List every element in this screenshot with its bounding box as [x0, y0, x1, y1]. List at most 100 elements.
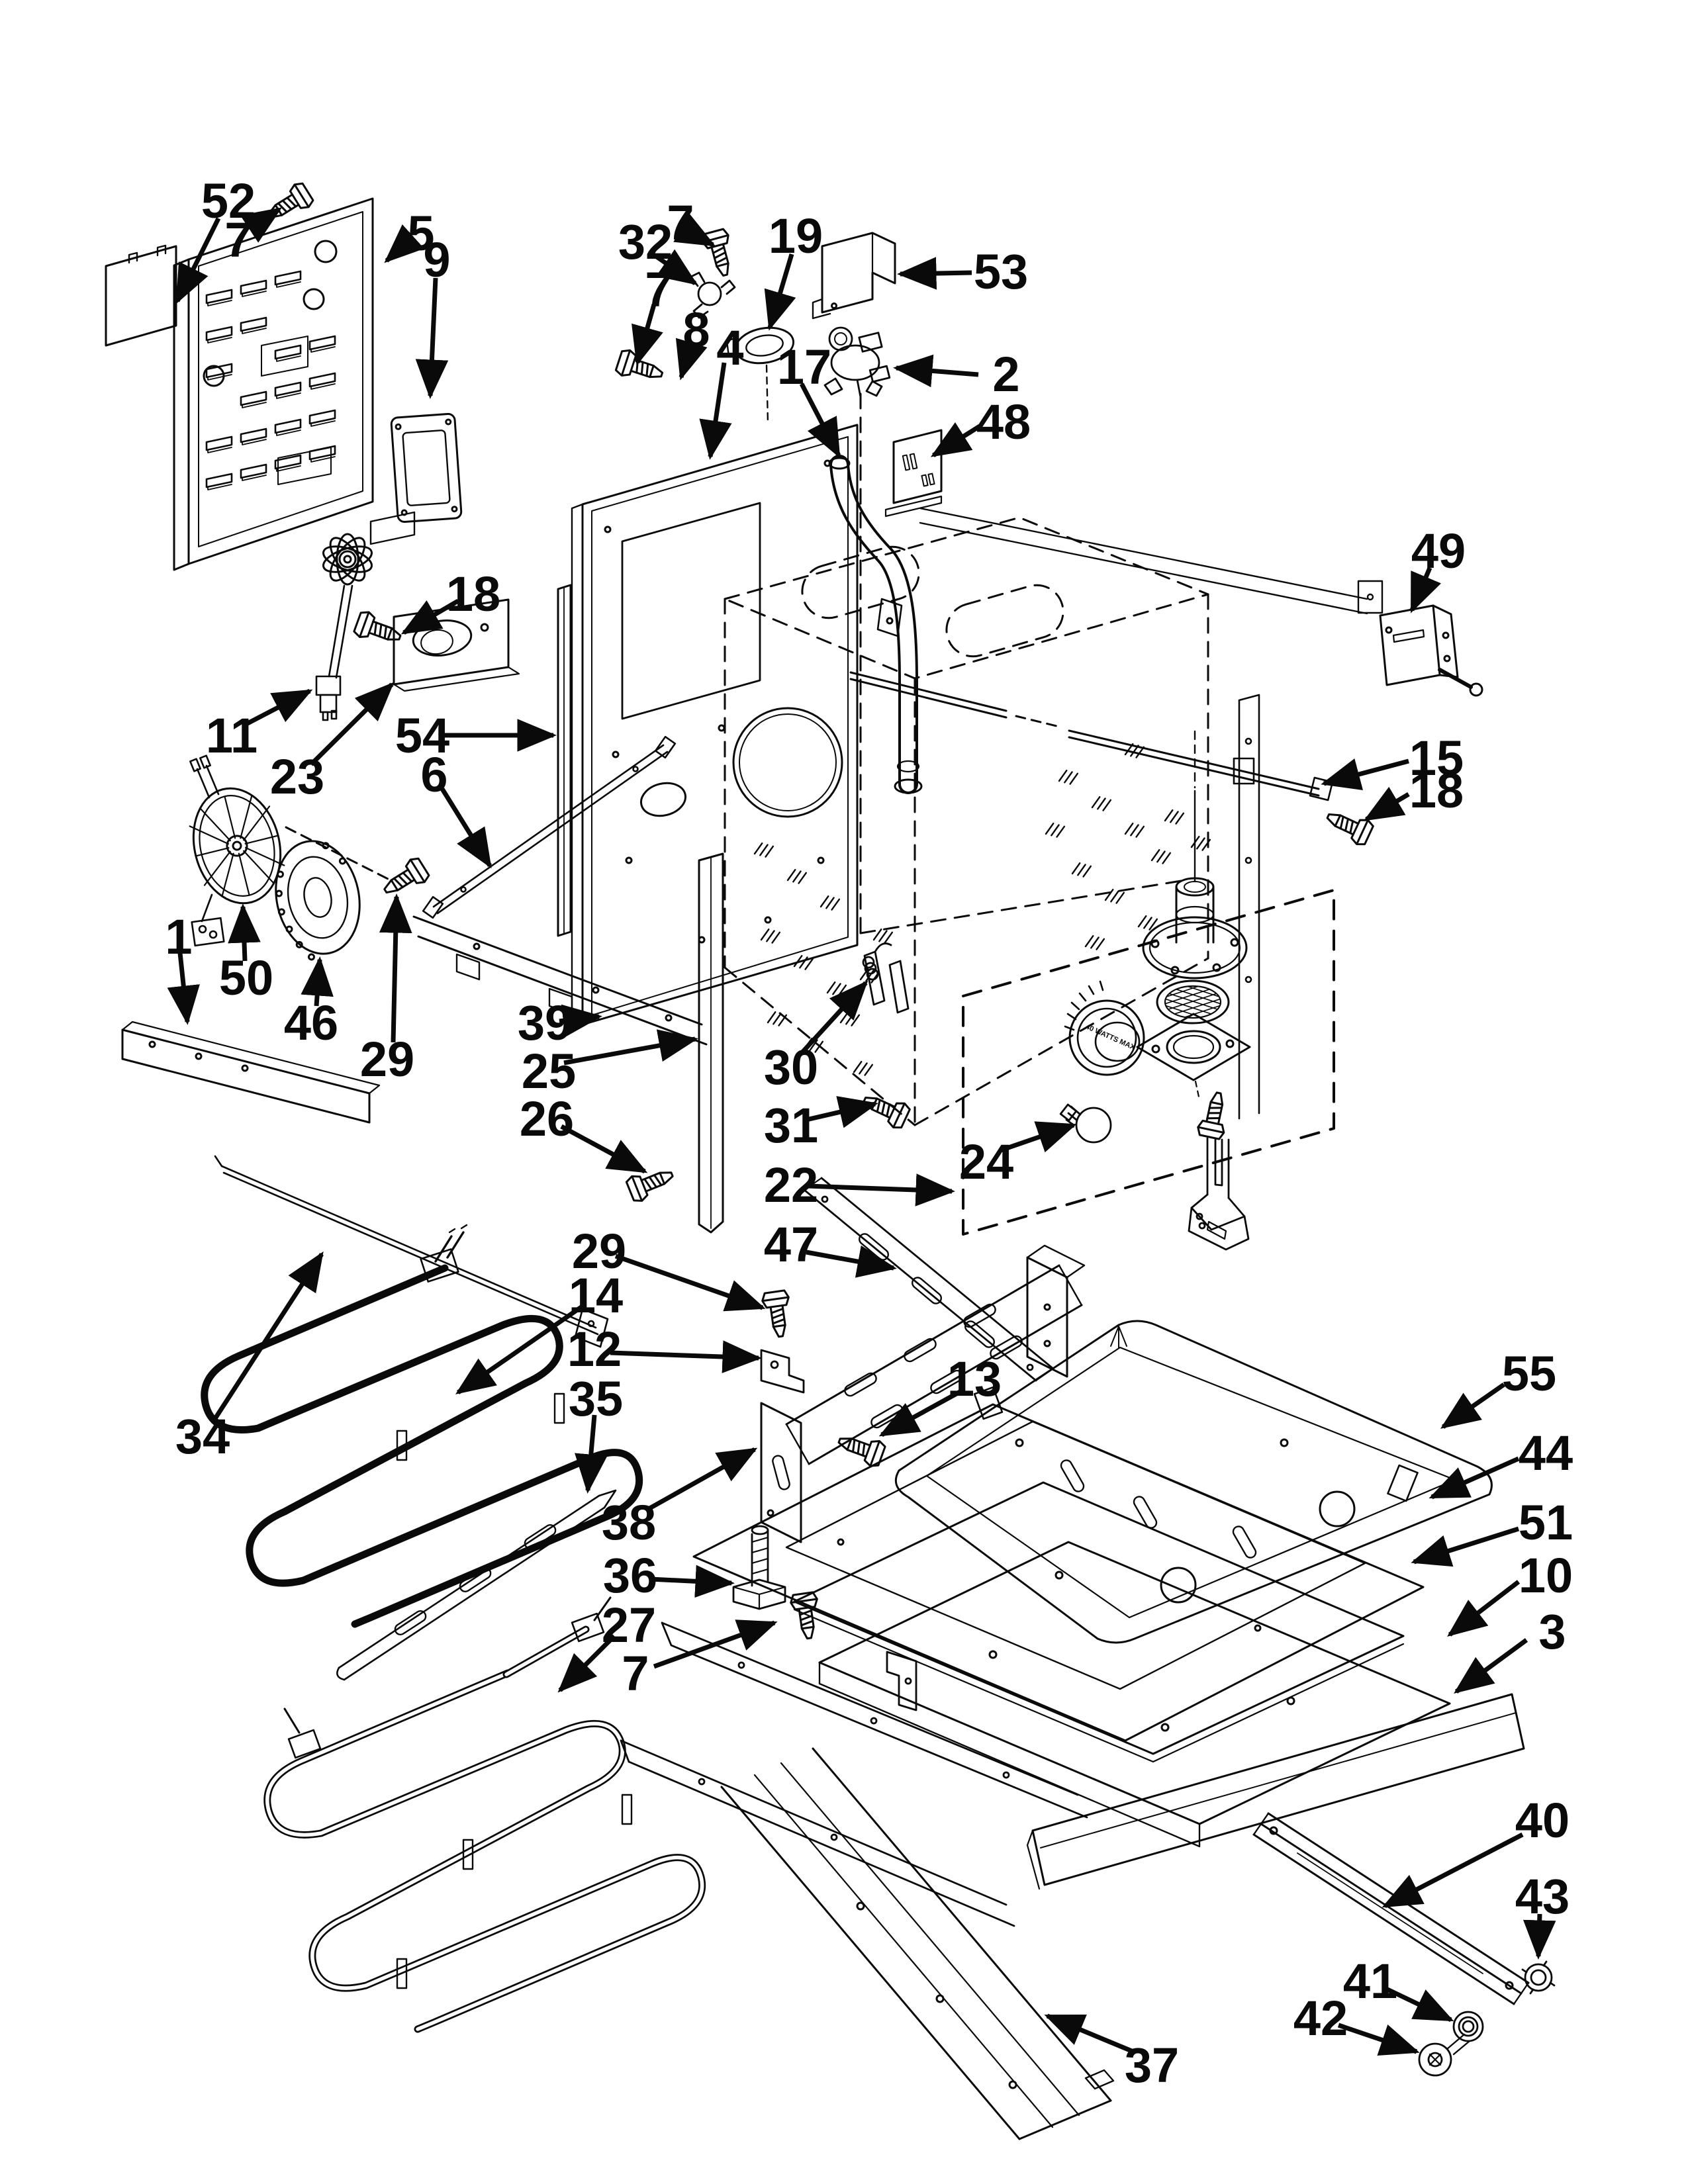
callout-arrow [384, 224, 425, 263]
cooling-fan-assembly [315, 511, 416, 721]
callout-29-35: 29 [572, 1224, 766, 1312]
callout-arrow [645, 1447, 758, 1513]
broil-element-14 [205, 1224, 639, 1624]
callout-arrow [673, 213, 716, 248]
part-number-label: 6 [420, 747, 447, 802]
callout-1-22: 1 [165, 909, 200, 1025]
part-number-label: 41 [1343, 1954, 1397, 2009]
door-latch-30 [862, 942, 910, 1014]
rear-top-rail [919, 507, 1383, 615]
washer-41 [1452, 2011, 1484, 2042]
screw-7-top-mid [700, 227, 739, 280]
callout-2-12: 2 [893, 347, 1020, 402]
callout-arrow [400, 598, 459, 635]
part-number-label: 11 [206, 708, 258, 763]
callout-arrow [1411, 1526, 1520, 1567]
callout-arrow [675, 338, 708, 381]
callout-arrow [1363, 786, 1410, 822]
callout-47-33: 47 [764, 1217, 897, 1278]
callout-arrow [878, 1388, 962, 1437]
element-support-35 [336, 1489, 617, 1681]
part-number-label: 13 [947, 1351, 1002, 1406]
callout-arrow [1000, 1121, 1077, 1153]
shield-strip-6 [422, 735, 677, 919]
callout-51-42: 51 [1411, 1495, 1573, 1567]
base-frame-rails [620, 1621, 1088, 1927]
callout-5-2: 5 [384, 206, 435, 263]
callout-30-29: 30 [764, 980, 868, 1095]
part-number-label: 3 [1538, 1604, 1566, 1659]
callout-4-10: 4 [699, 320, 744, 460]
callout-arrow [1044, 2013, 1135, 2054]
callout-48-13: 48 [930, 394, 1031, 457]
callout-7-5: 7 [667, 195, 716, 250]
callout-18-15: 18 [400, 567, 500, 635]
callout-arrow [560, 1124, 648, 1174]
part-number-label: 36 [603, 1548, 657, 1603]
callout-26-28: 26 [520, 1091, 648, 1174]
callout-14-36: 14 [455, 1268, 623, 1394]
bottom-panel-10 [818, 1541, 1451, 1848]
callout-18-21: 18 [1363, 763, 1464, 822]
callout-42-52: 42 [1293, 1991, 1420, 2056]
callout-41-51: 41 [1343, 1954, 1454, 2023]
callout-19-6: 19 [764, 208, 823, 331]
callout-3-44: 3 [1454, 1604, 1566, 1694]
part-number-label: 38 [602, 1495, 656, 1550]
callout-6-19: 6 [420, 747, 492, 869]
screw-26 [624, 1161, 679, 1205]
part-number-label: 47 [764, 1217, 818, 1272]
part-number-label: 31 [764, 1098, 818, 1153]
part-number-label: 29 [360, 1032, 414, 1087]
vent-ring-19 [726, 326, 795, 425]
part-number-label: 37 [1125, 2038, 1179, 2093]
part-number-label: 32 [618, 214, 673, 269]
screw-18-burner [1195, 1089, 1233, 1141]
callout-arrow [799, 383, 841, 459]
callout-8-9: 8 [675, 302, 710, 381]
callout-13-39: 13 [878, 1351, 1002, 1437]
callout-arrow [649, 1565, 735, 1598]
callout-37-53: 37 [1044, 2013, 1179, 2093]
burner-plate-21 [1136, 1013, 1251, 1101]
callout-arrow [610, 1340, 762, 1373]
callout-53-7: 53 [897, 244, 1028, 299]
callout-arrow [800, 980, 868, 1054]
callout-15-20: 15 [1321, 731, 1464, 790]
gas-valve-2 [823, 326, 891, 398]
drawer-slide-37 [720, 1747, 1115, 2140]
callout-arrow [1523, 1913, 1556, 1960]
callout-arrow [1447, 1580, 1521, 1637]
callout-11-16: 11 [206, 688, 313, 763]
part-number-label: 5 [407, 206, 434, 261]
part-number-label: 7 [667, 195, 694, 250]
part-number-label: 53 [974, 244, 1028, 299]
callout-43-50: 43 [1515, 1869, 1570, 1960]
callout-arrow [806, 1245, 897, 1278]
callout-arrow [1337, 2023, 1420, 2056]
insulation-51 [793, 1481, 1405, 1763]
burner-rod-15 [849, 671, 1334, 801]
callout-arrow [415, 277, 449, 399]
front-frame-38 [760, 1244, 1086, 1543]
callout-46-24: 46 [284, 956, 338, 1050]
callout-7-48: 7 [622, 1619, 778, 1701]
callout-arrow [897, 257, 972, 290]
callout-arrow [1440, 1383, 1505, 1429]
callout-arrow [228, 903, 261, 962]
part-number-label: 50 [219, 950, 273, 1005]
convection-fan-50 [189, 787, 285, 905]
callout-arrow [575, 1414, 608, 1494]
light-bulb-24 [1059, 1103, 1112, 1144]
part-number-label: 46 [284, 995, 338, 1050]
callout-arrow [245, 688, 313, 727]
callout-31-30: 31 [764, 1096, 878, 1153]
callout-arrow [211, 1251, 324, 1423]
part-number-label: 22 [764, 1158, 818, 1212]
rear-panel [173, 197, 374, 571]
screw-18-right [1321, 803, 1376, 848]
part-number-label: 1 [165, 909, 192, 964]
part-number-label: 42 [1293, 1991, 1348, 2046]
